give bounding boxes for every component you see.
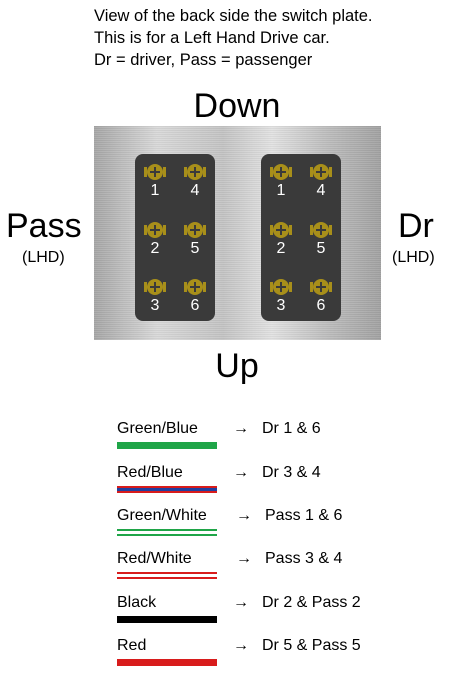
terminal: 1 <box>138 164 172 210</box>
terminal-number: 2 <box>276 240 286 257</box>
terminal: 6 <box>178 279 212 325</box>
wire-color-name: Red/White <box>117 550 192 567</box>
wire-legend-row: Red/White → Pass 3 & 4 <box>0 549 474 585</box>
wire-swatch <box>117 529 217 536</box>
arrow-right-icon: → <box>236 507 252 524</box>
screw-terminal-icon <box>184 164 206 180</box>
terminal-number: 2 <box>150 240 160 257</box>
wire-swatch <box>117 486 217 493</box>
terminal: 3 <box>138 279 172 325</box>
note-line-3: Dr = driver, Pass = passenger <box>94 51 313 69</box>
label-pass-lhd: (LHD) <box>22 249 65 266</box>
wire-legend-row: Red → Dr 5 & Pass 5 <box>0 636 474 672</box>
terminal-number: 5 <box>316 240 326 257</box>
wire-destination: Dr 1 & 6 <box>262 420 321 437</box>
wire-legend-row: Red/Blue → Dr 3 & 4 <box>0 463 474 499</box>
arrow-right-icon: → <box>233 637 249 654</box>
note-line-2: This is for a Left Hand Drive car. <box>94 29 330 47</box>
screw-terminal-icon <box>310 164 332 180</box>
wire-destination: Pass 1 & 6 <box>265 507 343 524</box>
wire-swatch <box>117 659 217 666</box>
wire-destination: Dr 5 & Pass 5 <box>262 637 361 654</box>
screw-terminal-icon <box>184 222 206 238</box>
wire-destination: Pass 3 & 4 <box>265 550 343 567</box>
terminal-number: 5 <box>190 240 200 257</box>
terminal-number: 3 <box>150 297 160 314</box>
terminal-number: 4 <box>190 182 200 199</box>
arrow-right-icon: → <box>233 464 249 481</box>
label-dr-lhd: (LHD) <box>392 249 435 266</box>
wire-legend-row: Green/Blue → Dr 1 & 6 <box>0 419 474 455</box>
arrow-right-icon: → <box>233 420 249 437</box>
label-up: Up <box>215 347 259 385</box>
wire-color-name: Red/Blue <box>117 464 183 481</box>
note-line-1: View of the back side the switch plate. <box>94 7 373 25</box>
screw-terminal-icon <box>270 222 292 238</box>
wire-destination: Dr 3 & 4 <box>262 464 321 481</box>
wire-swatch <box>117 572 217 579</box>
terminal-number: 4 <box>316 182 326 199</box>
screw-terminal-icon <box>144 164 166 180</box>
screw-terminal-icon <box>270 164 292 180</box>
terminal: 2 <box>264 222 298 268</box>
screw-terminal-icon <box>310 222 332 238</box>
screw-terminal-icon <box>270 279 292 295</box>
terminal-number: 1 <box>276 182 286 199</box>
terminal-number: 6 <box>190 297 200 314</box>
wire-swatch <box>117 442 217 449</box>
wire-swatch <box>117 616 217 623</box>
arrow-right-icon: → <box>233 594 249 611</box>
screw-terminal-icon <box>310 279 332 295</box>
terminal: 6 <box>304 279 338 325</box>
header-notes: View of the back side the switch plate. … <box>94 5 373 71</box>
terminal: 4 <box>178 164 212 210</box>
screw-terminal-icon <box>144 279 166 295</box>
switch-plate: 1 2 3 4 5 6 1 2 3 4 5 6 <box>94 126 381 340</box>
switch-block-pass: 1 2 3 4 5 6 <box>135 154 215 321</box>
terminal-number: 6 <box>316 297 326 314</box>
terminal-number: 3 <box>276 297 286 314</box>
label-down: Down <box>193 87 281 125</box>
wire-color-name: Red <box>117 637 147 654</box>
terminal: 5 <box>178 222 212 268</box>
terminal: 1 <box>264 164 298 210</box>
wire-color-name: Green/Blue <box>117 420 198 437</box>
terminal: 2 <box>138 222 172 268</box>
terminal: 5 <box>304 222 338 268</box>
wire-legend-row: Green/White → Pass 1 & 6 <box>0 506 474 542</box>
screw-terminal-icon <box>144 222 166 238</box>
wire-legend-row: Black → Dr 2 & Pass 2 <box>0 593 474 629</box>
label-pass: Pass <box>6 207 82 245</box>
label-dr: Dr <box>398 207 434 245</box>
wire-color-name: Green/White <box>117 507 207 524</box>
arrow-right-icon: → <box>236 550 252 567</box>
screw-terminal-icon <box>184 279 206 295</box>
terminal: 4 <box>304 164 338 210</box>
terminal: 3 <box>264 279 298 325</box>
switch-block-dr: 1 2 3 4 5 6 <box>261 154 341 321</box>
terminal-number: 1 <box>150 182 160 199</box>
wire-color-name: Black <box>117 594 157 611</box>
wire-destination: Dr 2 & Pass 2 <box>262 594 361 611</box>
